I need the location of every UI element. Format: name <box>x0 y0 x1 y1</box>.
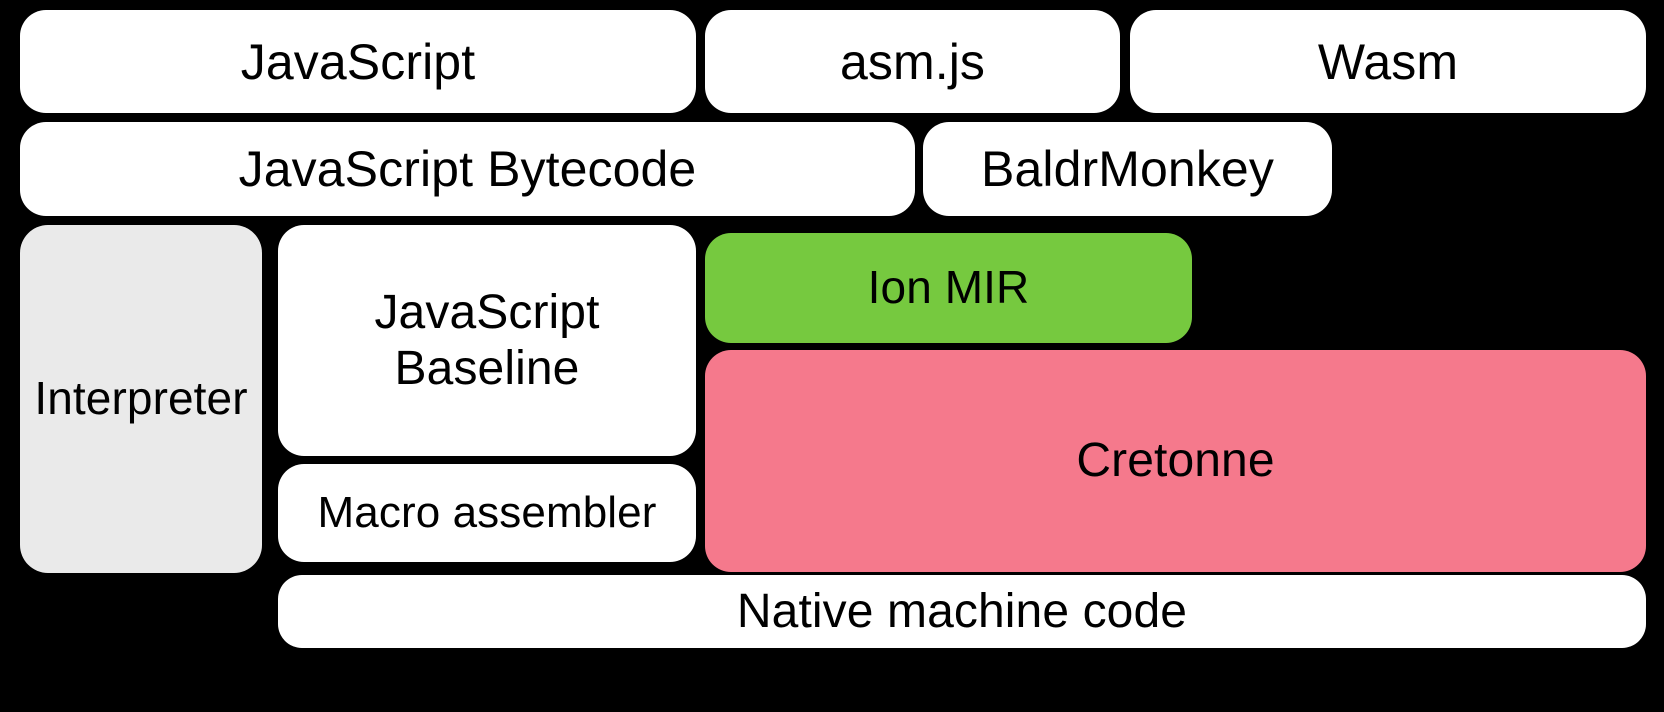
node-javascript-bytecode[interactable]: JavaScript Bytecode <box>20 122 915 216</box>
node-ion-mir-label: Ion MIR <box>867 261 1030 314</box>
node-javascript[interactable]: JavaScript <box>20 10 696 113</box>
node-wasm-label: Wasm <box>1317 33 1459 90</box>
node-baldrmonkey[interactable]: BaldrMonkey <box>923 122 1332 216</box>
node-macro-assembler-label: Macro assembler <box>317 488 657 538</box>
node-ion-mir[interactable]: Ion MIR <box>705 233 1192 343</box>
node-javascript-baseline[interactable]: JavaScript Baseline <box>278 225 696 456</box>
node-cretonne[interactable]: Cretonne <box>705 350 1646 572</box>
node-wasm[interactable]: Wasm <box>1130 10 1646 113</box>
node-interpreter-label: Interpreter <box>34 372 248 425</box>
node-interpreter[interactable]: Interpreter <box>20 225 262 573</box>
node-macro-assembler[interactable]: Macro assembler <box>278 464 696 562</box>
node-baldrmonkey-label: BaldrMonkey <box>981 141 1274 197</box>
node-asmjs-label: asm.js <box>839 33 986 90</box>
node-native-machine-code-label: Native machine code <box>736 584 1188 638</box>
node-native-machine-code[interactable]: Native machine code <box>278 575 1646 648</box>
node-cretonne-label: Cretonne <box>1076 434 1275 488</box>
node-javascript-bytecode-label: JavaScript Bytecode <box>238 141 697 197</box>
node-javascript-label: JavaScript <box>240 33 476 90</box>
node-javascript-baseline-label: JavaScript Baseline <box>374 285 600 395</box>
node-asmjs[interactable]: asm.js <box>705 10 1120 113</box>
